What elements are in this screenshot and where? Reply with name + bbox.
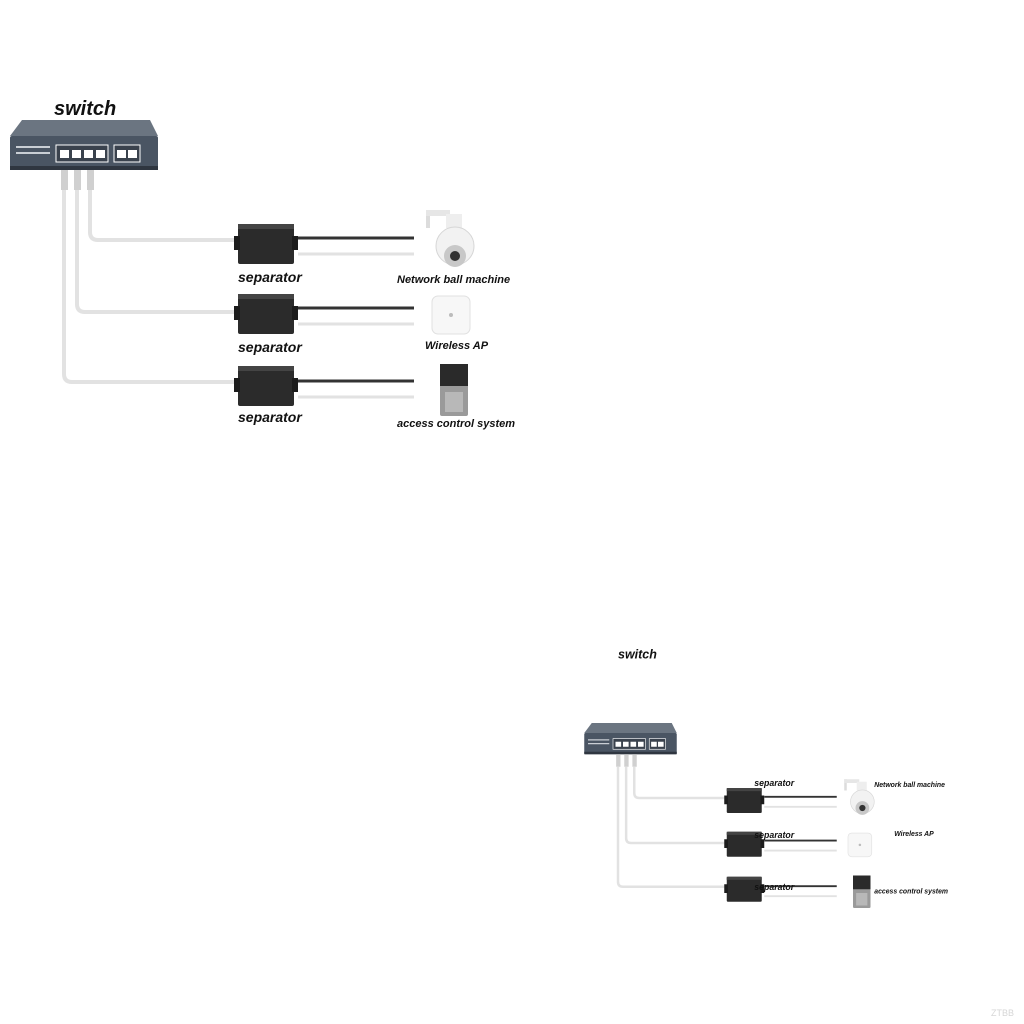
switch-icon (10, 120, 158, 170)
cable-plug-icon (74, 170, 81, 190)
speed-dome-camera-icon (844, 779, 875, 815)
device-label-ap: Wireless AP (894, 830, 934, 839)
ethernet-cable (75, 190, 236, 314)
diagram-graphics (584, 723, 875, 908)
poe-separator-icon (234, 294, 298, 334)
poe-separator-icon (724, 831, 765, 857)
separator-label: separator (754, 778, 795, 788)
separator-label: separator (754, 881, 795, 892)
poe-separator-icon (724, 788, 765, 813)
cable-plug-icon (87, 170, 94, 190)
wireless-ap-icon (431, 295, 471, 335)
device-label-camera: Network ball machine (397, 274, 511, 286)
switch-icon (584, 723, 677, 755)
switch-title: switch (618, 648, 657, 662)
switch-title: switch (54, 98, 117, 120)
ethernet-cable (62, 190, 236, 384)
cable-plug-icon (632, 754, 637, 767)
access-control-panel-icon (853, 875, 871, 908)
ethernet-cable (616, 766, 726, 888)
poe-separator-icon (234, 366, 298, 406)
device-label-camera: Network ball machine (874, 781, 945, 789)
cable-plug-icon (624, 754, 629, 767)
cable-plug-icon (61, 170, 68, 190)
separator-label: separator (238, 269, 302, 285)
access-control-panel-icon (440, 364, 468, 416)
speed-dome-camera-icon (426, 210, 475, 267)
poe-separator-icon (234, 224, 298, 264)
ethernet-cable (633, 766, 726, 800)
separator-label: separator (754, 829, 795, 840)
ethernet-cable (88, 190, 236, 242)
ethernet-cable (624, 766, 726, 845)
separator-label: separator (238, 409, 302, 425)
device-label-ap: Wireless AP (425, 340, 489, 352)
device-label-access-control: access control system (397, 418, 516, 430)
wireless-ap-icon (847, 832, 873, 858)
separator-label: separator (238, 339, 302, 355)
watermark: ZTBB (990, 1008, 1014, 1018)
diagram-graphics (10, 120, 475, 416)
device-label-access-control: access control system (874, 888, 949, 896)
poe-separator-icon (724, 876, 765, 902)
cable-plug-icon (616, 754, 621, 767)
